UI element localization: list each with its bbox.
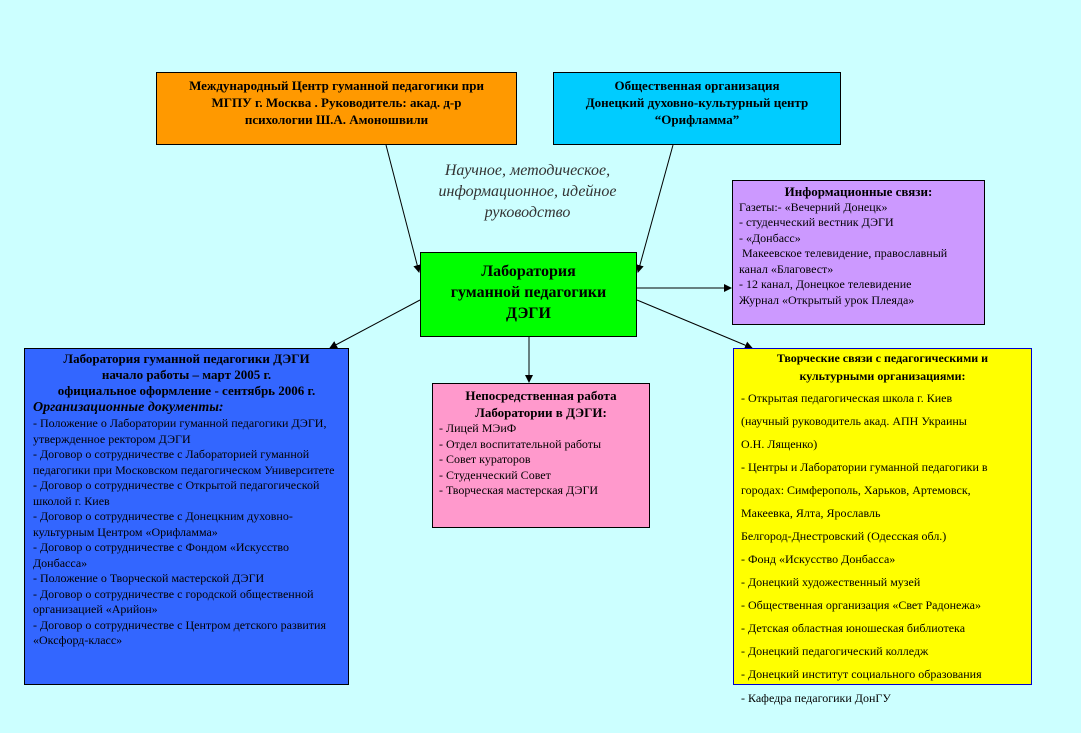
creative-link-item: (научный руководитель акад. АПН Украины (741, 414, 967, 428)
direct-work-item: - Совет кураторов (439, 452, 531, 466)
creative-link-item: городах: Симферополь, Харьков, Артемовск… (741, 483, 971, 497)
creative-link-item: - Детская областная юношеская библиотека (741, 621, 966, 635)
creative-link-item: - Донецкий педагогический колледж (741, 644, 929, 658)
guidance-caption: Научное, методическое, информационное, и… (415, 160, 640, 223)
document-item: - Договор о сотрудничестве с Донецкним д… (33, 509, 293, 539)
document-item: - Положение о Лаборатории гуманной педаг… (33, 416, 327, 446)
creative-link-item: - Центры и Лаборатории гуманной педагоги… (741, 460, 988, 474)
creative-link-item: Белгород-Днестровский (Одесская обл.) (741, 529, 947, 543)
information-link-item: Журнал «Открытый урок Плеяда» (739, 292, 915, 307)
document-item: - Договор о сотрудничестве с городской о… (33, 586, 314, 617)
information-link-item: - студенческий вестник ДЭГИ (739, 215, 894, 229)
information-link-item: Газеты:- «Вечерний Донецк» (739, 199, 888, 214)
laboratory-title-line: Лаборатория (481, 263, 576, 280)
caption-line: информационное, идейное (438, 183, 617, 200)
document-item: - Договор о сотрудничестве с Лабораторие… (33, 447, 335, 477)
moscow-center-box: Международный Центр гуманной педагогики … (156, 72, 517, 145)
oriflamma-line: “Орифламма” (654, 112, 740, 127)
creative-links-box: Творческие связи с педагогическими и кул… (733, 348, 1032, 685)
document-item: - Договор о сотрудничестве с Фондом «Иск… (33, 540, 289, 570)
arrow-orif-to-lab (636, 144, 674, 273)
laboratory-title-line: ДЭГИ (506, 305, 551, 322)
caption-line: руководство (484, 204, 571, 221)
information-links-box: Информационные связи: Газеты:- «Вечерний… (732, 180, 985, 325)
information-link-item: канал «Благовест» (739, 261, 834, 276)
direct-work-title: Непосредственная работа (465, 388, 617, 403)
creative-link-item: - Фонд «Искусство Донбасса» (741, 552, 896, 566)
creative-link-item: О.Н. Лященко) (741, 437, 818, 451)
creative-link-item: Макеевка, Ялта, Ярославль (741, 506, 881, 520)
documents-header-line: Лаборатория гуманной педагогики ДЭГИ (63, 351, 310, 366)
documents-header-line: начало работы – март 2005 г. (101, 367, 272, 382)
oriflamma-line: Общественная организация (614, 78, 780, 93)
moscow-center-line: психологии Ш.А. Амоношвили (244, 112, 429, 127)
oriflamma-box: Общественная организация Донецкий духовн… (553, 72, 841, 145)
direct-work-box: Непосредственная работа Лаборатории в ДЭ… (432, 383, 650, 528)
laboratory-center-box: Лаборатория гуманной педагогики ДЭГИ (420, 252, 637, 337)
laboratory-title-line: гуманной педагогики (450, 284, 607, 301)
arrow-lab-to-docs (329, 299, 421, 349)
information-links-title: Информационные связи: (784, 184, 933, 199)
direct-work-title: Лаборатории в ДЭГИ: (475, 405, 607, 420)
direct-work-item: - Студенческий Совет (439, 467, 551, 482)
creative-links-title: культурными организациями: (799, 369, 966, 383)
document-item: - Договор о сотрудничестве с Центром дет… (33, 617, 326, 648)
creative-links-title: Творческие связи с педагогическими и (776, 351, 989, 365)
direct-work-item: - Отдел воспитательной работы (439, 436, 602, 451)
information-link-item: Макеевское телевидение, православный (739, 246, 948, 260)
direct-work-item: - Лицей МЭиФ (439, 421, 517, 435)
creative-link-item: - Общественная организация «Свет Радонеж… (741, 598, 981, 612)
creative-link-item: - Открытая педагогическая школа г. Киев (741, 391, 953, 405)
organizational-documents-box: Лаборатория гуманной педагогики ДЭГИ нач… (24, 348, 349, 685)
creative-link-item: - Донецкий институт социального образова… (741, 667, 982, 681)
direct-work-item: - Творческая мастерская ДЭГИ (439, 483, 599, 497)
creative-link-overflow-item: - Кафедра педагогики ДонГУ (741, 691, 891, 705)
document-item: - Договор о сотрудничестве с Открытой пе… (33, 478, 320, 508)
information-link-item: - 12 канал, Донецкое телевидение (739, 277, 912, 291)
information-link-item: - «Донбасс» (739, 230, 801, 245)
documents-header-line: официальное оформление - сентябрь 2006 г… (57, 383, 316, 398)
creative-link-item: - Донецкий художественный музей (741, 575, 921, 589)
document-item: - Положение о Творческой мастерской ДЭГИ (33, 571, 265, 585)
caption-line: Научное, методическое, (444, 162, 611, 179)
documents-subtitle: Организационные документы: (33, 400, 224, 415)
moscow-center-line: МГПУ г. Москва . Руководитель: акад. д-р (211, 95, 462, 110)
moscow-center-line: Международный Центр гуманной педагогики … (189, 78, 484, 93)
oriflamma-line: Донецкий духовно-культурный центр (585, 95, 809, 110)
